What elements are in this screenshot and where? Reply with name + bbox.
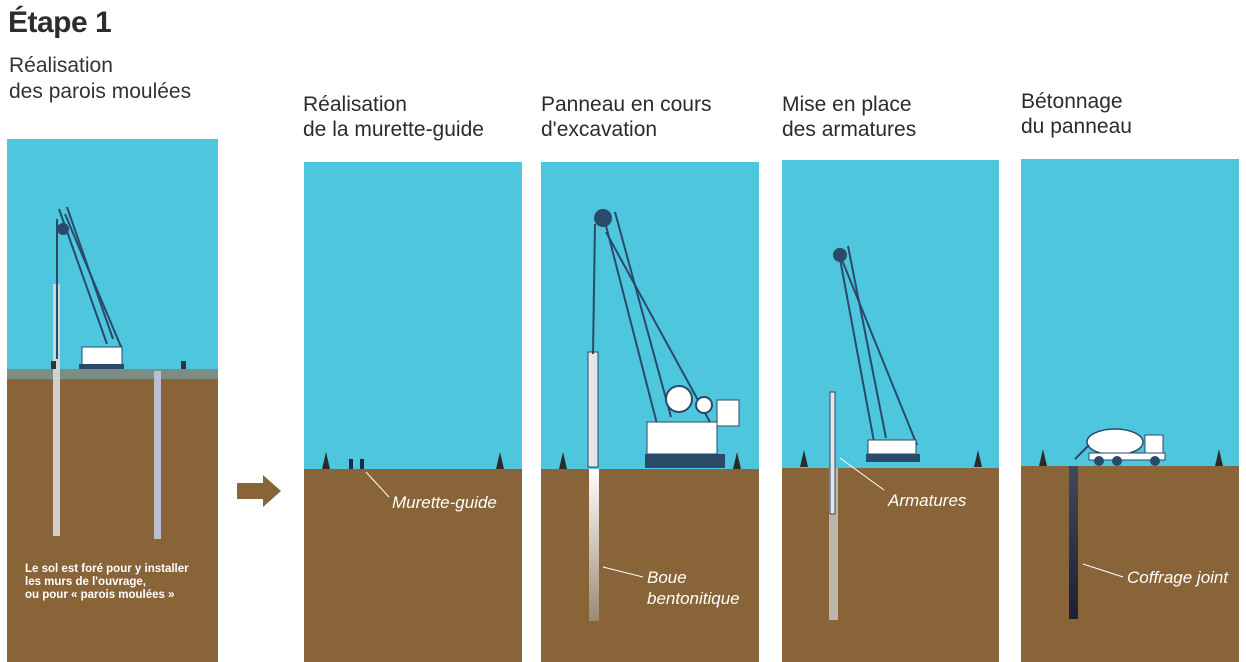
intro-note: Le sol est foré pour y installer les mur… [25,563,189,601]
step-2-illustration [559,209,741,621]
step-3-label: Armatures [888,491,967,510]
step-4-illustration [1039,428,1223,619]
step-4-title: Bétonnage du panneau [1021,90,1132,138]
step-4-panel: Coffrage joint [1021,159,1239,662]
concrete-mixer-truck-icon [1074,428,1166,466]
step-1-panel: Murette-guide [304,162,522,662]
step-2-title: Panneau en cours d'excavation [541,93,712,141]
step-1-title: Réalisation de la murette-guide [303,93,484,141]
arrow-right-icon [237,475,281,507]
intro-panel: Le sol est foré pour y installer les mur… [7,139,218,662]
step-2-label: Boue bentonitique [647,568,740,608]
step-4-label: Coffrage joint [1127,568,1229,587]
step-1-label: Murette-guide [392,493,497,512]
step-3-illustration [800,245,982,620]
step-3-panel: Armatures [782,160,999,662]
page-subtitle: Réalisation des parois moulées [9,54,192,103]
page-title: Étape 1 [8,6,112,39]
step-2-panel: Boue bentonitique [541,162,759,662]
step-1-illustration [322,452,504,498]
intro-crane-illustration [51,206,186,539]
step-3-title: Mise en place des armatures [782,93,917,141]
